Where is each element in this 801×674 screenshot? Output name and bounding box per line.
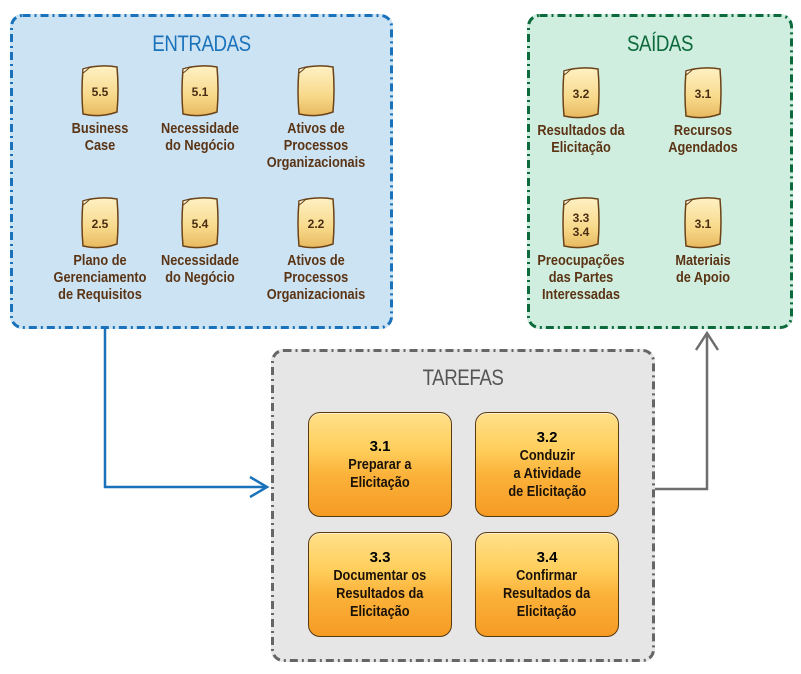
document-number: 3.1 <box>694 217 712 231</box>
input-arrow <box>103 329 266 489</box>
document-number: 5.5 <box>91 85 109 99</box>
tarefas-panel: TAREFAS 3.1 Preparar a Elicitação 3.2 Co… <box>271 349 655 662</box>
task-label: Confirmar Resultados da Elicitação <box>503 567 591 620</box>
document-icon <box>81 65 119 117</box>
task-number: 3.2 <box>536 428 558 446</box>
document-label: Plano de Gerenciamento de Requisitos <box>53 253 147 303</box>
document-number: 3.1 <box>694 87 712 101</box>
tarefas-border <box>271 349 655 662</box>
task-label: Preparar a Elicitação <box>348 456 412 491</box>
document-number: 3.3 3.4 <box>572 211 590 239</box>
document-label: Business Case <box>71 121 129 154</box>
document-number: 2.2 <box>307 217 325 231</box>
task-label: Conduzir a Atividade de Elicitação <box>507 447 587 500</box>
document-label: Ativos de Processos Organizacionais <box>266 253 366 303</box>
document-icon <box>562 67 600 119</box>
task-label: Documentar os Resultados da Elicitação <box>333 567 427 620</box>
document-label: Materiais de Apoio <box>675 253 731 286</box>
document-icon <box>297 197 335 249</box>
task-number: 3.3 <box>369 548 391 566</box>
document-icon <box>181 197 219 249</box>
task-number: 3.1 <box>369 437 391 455</box>
document-icon <box>684 67 722 119</box>
document-label: Necessidade do Negócio <box>160 253 240 286</box>
document-number: 3.2 <box>572 87 590 101</box>
document-icon <box>181 65 219 117</box>
document-icon <box>684 197 722 249</box>
document-label: Preocupações das Partes Interessadas <box>537 253 625 303</box>
document-number: 2.5 <box>91 217 109 231</box>
task-3-1[interactable]: 3.1 Preparar a Elicitação <box>308 412 452 517</box>
entradas-title: ENTRADAS <box>152 31 251 56</box>
task-3-4[interactable]: 3.4 Confirmar Resultados da Elicitação <box>475 532 619 637</box>
output-arrowhead <box>694 330 720 351</box>
document-icon <box>562 197 600 249</box>
input-arrowhead <box>249 475 270 499</box>
saidas-title: SAÍDAS <box>626 31 694 56</box>
document-label: Ativos de Processos Organizacionais <box>266 121 366 171</box>
saidas-border <box>527 14 793 329</box>
task-number: 3.4 <box>536 548 558 566</box>
output-arrow <box>655 334 709 491</box>
task-3-3[interactable]: 3.3 Documentar os Resultados da Elicitaç… <box>308 532 452 637</box>
document-number: 5.1 <box>191 85 209 99</box>
document-number: 5.4 <box>191 217 209 231</box>
document-label: Resultados da Elicitação <box>537 123 625 156</box>
document-icon <box>81 197 119 249</box>
document-label: Necessidade do Negócio <box>160 121 240 154</box>
document-icon <box>297 65 335 117</box>
tarefas-title: TAREFAS <box>422 365 504 390</box>
document-item: Ativos de Processos Organizacionais <box>246 64 386 172</box>
task-3-2[interactable]: 3.2 Conduzir a Atividade de Elicitação <box>475 412 619 517</box>
document-label: Recursos Agendados <box>668 123 738 156</box>
